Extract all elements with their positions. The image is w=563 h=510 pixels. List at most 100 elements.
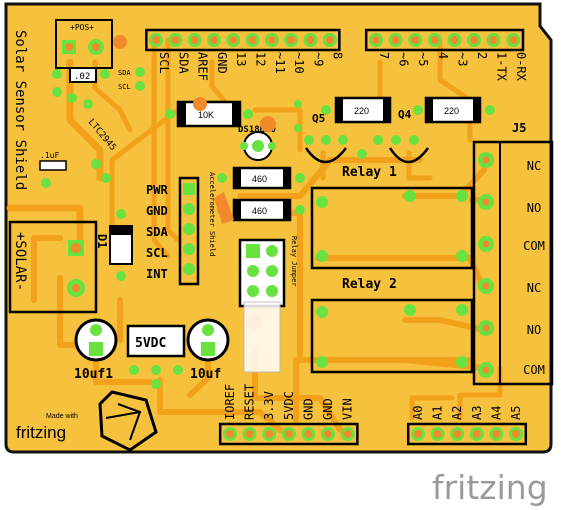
- header-pin-hole: [229, 36, 238, 44]
- header-pin-label: 7: [377, 52, 391, 59]
- svg-text:SCL: SCL: [146, 246, 168, 260]
- header-pin-label: 8: [331, 52, 345, 59]
- sda-small: SDA: [118, 69, 131, 77]
- header-pin-hole: [248, 36, 257, 44]
- svg-text:fritzing: fritzing: [16, 423, 66, 442]
- header-pin-hole: [324, 430, 332, 438]
- svg-text:DS18B20: DS18B20: [238, 125, 276, 135]
- header-pin-hole: [489, 36, 498, 44]
- svg-text:COM: COM: [523, 363, 545, 377]
- header-pin-label: A0: [411, 406, 425, 420]
- svg-text:10uf1: 10uf1: [74, 367, 113, 382]
- header-pin-label: 2: [475, 52, 489, 59]
- header-pin-hole: [226, 430, 234, 438]
- header-pin-hole: [171, 36, 180, 44]
- header-pin-hole: [472, 430, 481, 438]
- relay-1: Relay 1: [310, 165, 474, 270]
- q4-label: Q4: [398, 108, 412, 121]
- header-pin-label: IOREF: [223, 384, 237, 420]
- cap-02: .02: [69, 67, 97, 83]
- header-pin-hole: [391, 36, 400, 44]
- q5-body: [304, 147, 347, 164]
- svg-text:10K: 10K: [198, 110, 214, 120]
- header-pin-hole: [492, 430, 501, 438]
- svg-text:Relay 2: Relay 2: [342, 277, 397, 292]
- svg-text:.02: .02: [74, 72, 90, 82]
- pos-label: +POS+: [70, 23, 94, 32]
- cap-right: 10uf: [186, 318, 230, 382]
- header-pin-hole: [245, 430, 254, 438]
- svg-text:NO: NO: [527, 323, 541, 337]
- header-pin-label: GND: [215, 52, 229, 74]
- ds18b20: DS18B20: [238, 125, 276, 161]
- header-pin-hole: [509, 36, 518, 44]
- header-pin-label: ~3: [455, 52, 469, 66]
- header-pin-label: 13: [234, 52, 248, 66]
- diode-d1: D1: [95, 209, 133, 281]
- res-220a: 220: [334, 96, 392, 124]
- header-pin-hole: [267, 36, 276, 44]
- header-pin-label: 5VDC: [282, 391, 296, 420]
- svg-text:+SOLAR-: +SOLAR-: [12, 232, 28, 291]
- svg-text:460: 460: [252, 206, 267, 216]
- header-pin-hole: [512, 430, 520, 438]
- svg-text:NO: NO: [527, 201, 541, 215]
- i2c-labels: PWR GND SDA SCL INT: [146, 183, 168, 281]
- relay-jumper-label: Relay Jumper: [290, 236, 298, 287]
- header-pin-hole: [470, 36, 478, 44]
- svg-text:D1: D1: [95, 234, 109, 248]
- res-220b: 220: [424, 96, 482, 124]
- res-460b: 460: [232, 198, 292, 222]
- header-pin-hole: [284, 430, 293, 438]
- board-title: Solar Sensor Shield: [12, 30, 28, 190]
- mount-hole-top: [113, 35, 127, 49]
- header-pin-label: RESET: [243, 384, 257, 420]
- header-pin-hole: [209, 36, 218, 44]
- header-pin-label: ~11: [273, 52, 287, 74]
- header-pin-label: A5: [509, 406, 523, 420]
- header-pin-label: ~10: [292, 52, 306, 74]
- svg-text:COM: COM: [523, 239, 545, 253]
- header-pin-label: SDA: [176, 52, 190, 74]
- scl-small: SCL: [118, 83, 131, 91]
- header-pin-label: ~9: [311, 52, 325, 66]
- header-pin-hole: [433, 430, 442, 438]
- header-pin-hole: [411, 36, 420, 44]
- svg-text:PWR: PWR: [146, 183, 168, 197]
- accel-label: Accelerometer Shield: [208, 172, 216, 256]
- fritzing-logo: Made with fritzing: [16, 390, 158, 452]
- header-pin-hole: [430, 36, 439, 44]
- solar-connector: +SOLAR-: [8, 220, 98, 314]
- header-pin-label: ~5: [416, 52, 430, 66]
- svg-text:Made with: Made with: [46, 413, 78, 420]
- relay-jumper: [238, 238, 286, 308]
- i2c-header: [178, 176, 200, 286]
- header-pin-hole: [450, 36, 459, 44]
- traces: [6, 37, 503, 433]
- header-pin-label: 0-RX: [514, 52, 528, 82]
- header-pin-hole: [325, 36, 334, 44]
- res-460a: 460: [232, 166, 292, 190]
- j5-labels: NC NO COM NC NO COM: [523, 159, 545, 377]
- svg-text:NC: NC: [527, 281, 541, 295]
- header-pin-label: A4: [489, 406, 503, 420]
- header-pin-hole: [414, 430, 422, 438]
- svg-text:220: 220: [444, 106, 459, 116]
- header-pin-label: A3: [470, 406, 484, 420]
- header-pin-label: A1: [431, 406, 445, 420]
- svg-text:SDA: SDA: [146, 225, 168, 239]
- header-pin-hole: [304, 430, 313, 438]
- cap-left: 10uf1: [74, 318, 118, 382]
- header-pin-label: 3.3V: [262, 391, 276, 420]
- header-pin-label: ~6: [397, 52, 411, 66]
- header-pin-hole: [190, 36, 199, 44]
- cap-1uf-label: .1uF: [40, 151, 59, 160]
- header-pin-label: SCL: [157, 52, 171, 74]
- q4-body: [388, 147, 430, 164]
- header-pin-label: 1-TX: [495, 52, 509, 82]
